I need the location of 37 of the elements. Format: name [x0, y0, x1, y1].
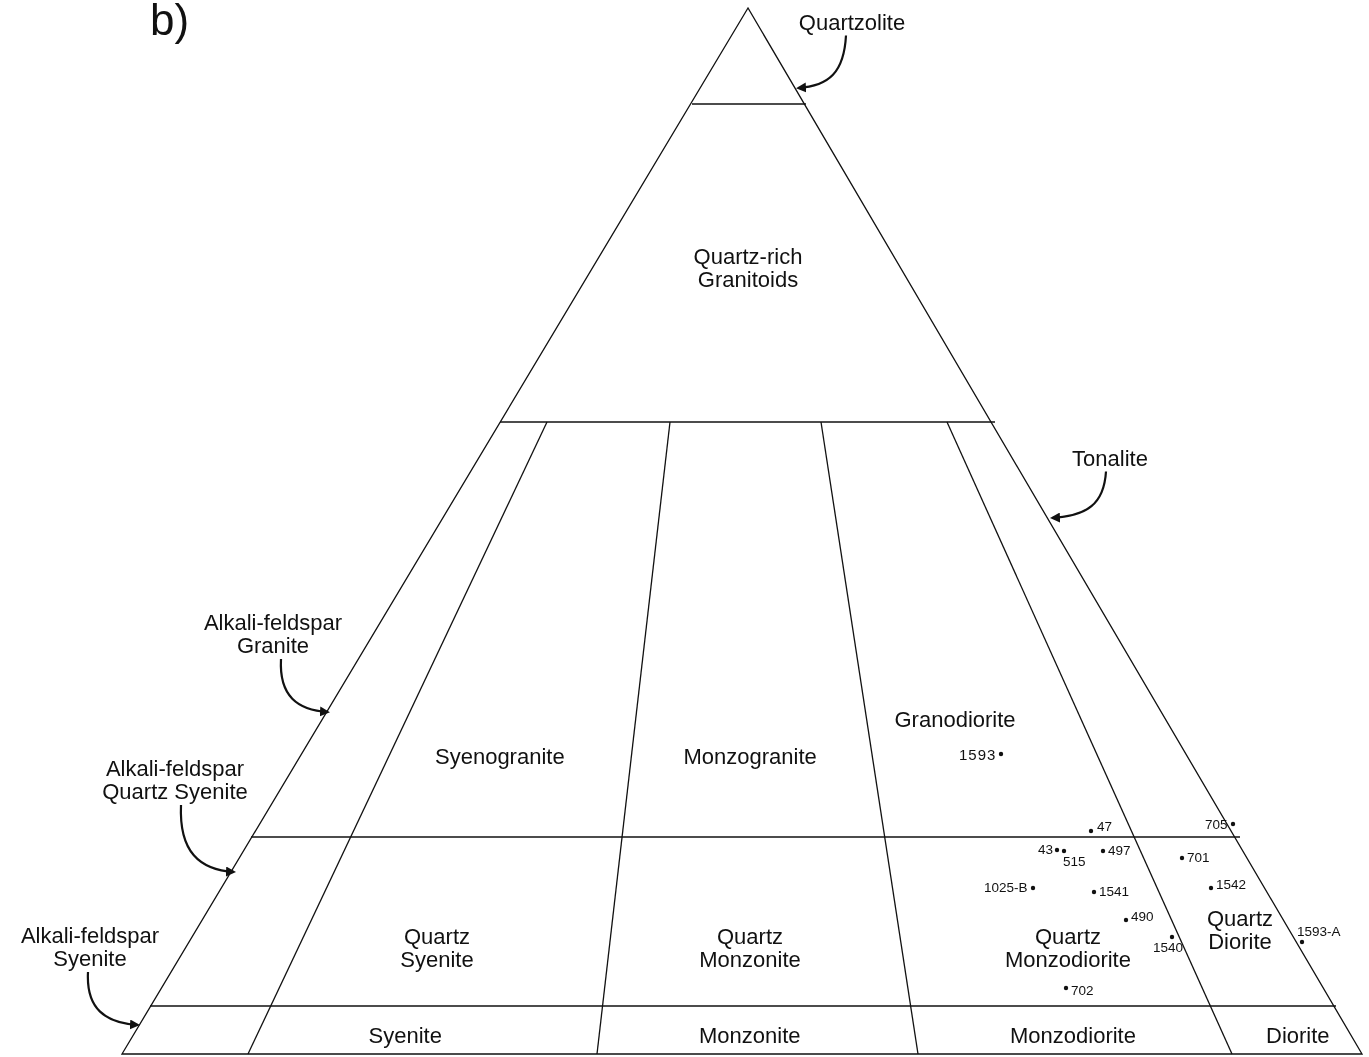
field-label: Quartz Syenite — [399, 925, 475, 972]
callout-label: Alkali-feldspar Granite — [180, 611, 366, 658]
sample-number: 1540 — [1153, 941, 1184, 956]
field-label: Monzonite — [699, 1023, 801, 1047]
callout-label: Quartzolite — [777, 10, 927, 34]
leader-arrow — [179, 805, 236, 877]
sample-number: 1025-B — [984, 881, 1028, 896]
field-label: Quartz-rich Granitoids — [692, 245, 804, 292]
sample-number: 701 — [1187, 851, 1210, 866]
field-label: Monzodiorite — [1010, 1023, 1136, 1047]
callout-label: Tonalite — [1055, 446, 1165, 470]
sample-number: 1541 — [1099, 885, 1130, 900]
sample-number: 490 — [1131, 910, 1154, 925]
sample-number: 1542 — [1216, 878, 1247, 893]
sample-number: 705 — [1205, 818, 1228, 833]
sample-number: 47 — [1097, 820, 1113, 835]
panel-label: b) — [150, 0, 190, 44]
field-label: Syenogranite — [435, 744, 565, 768]
sample-number: 497 — [1108, 844, 1131, 859]
leader-arrow — [1050, 471, 1108, 523]
field-label: Quartz Diorite — [1206, 907, 1274, 954]
field-label: Syenite — [368, 1023, 442, 1047]
sample-number: 43 — [1038, 843, 1054, 858]
field-label: Granodiorite — [894, 707, 1016, 731]
sample-number: 702 — [1071, 984, 1094, 999]
leader-arrow — [796, 35, 848, 93]
field-label: Quartz Monzodiorite — [1004, 925, 1132, 972]
sample-number: 515 — [1063, 855, 1086, 870]
field-label: Monzogranite — [683, 744, 817, 768]
sample-number: 1593 — [959, 747, 997, 763]
field-label: Diorite — [1266, 1023, 1330, 1047]
leader-arrow — [279, 659, 330, 717]
leader-arrow — [86, 972, 140, 1030]
callout-label: Alkali-feldspar Quartz Syenite — [82, 757, 268, 804]
field-label: Quartz Monzonite — [698, 925, 802, 972]
sample-number: 1593-A — [1297, 925, 1341, 940]
callout-label: Alkali-feldspar Syenite — [0, 924, 183, 971]
